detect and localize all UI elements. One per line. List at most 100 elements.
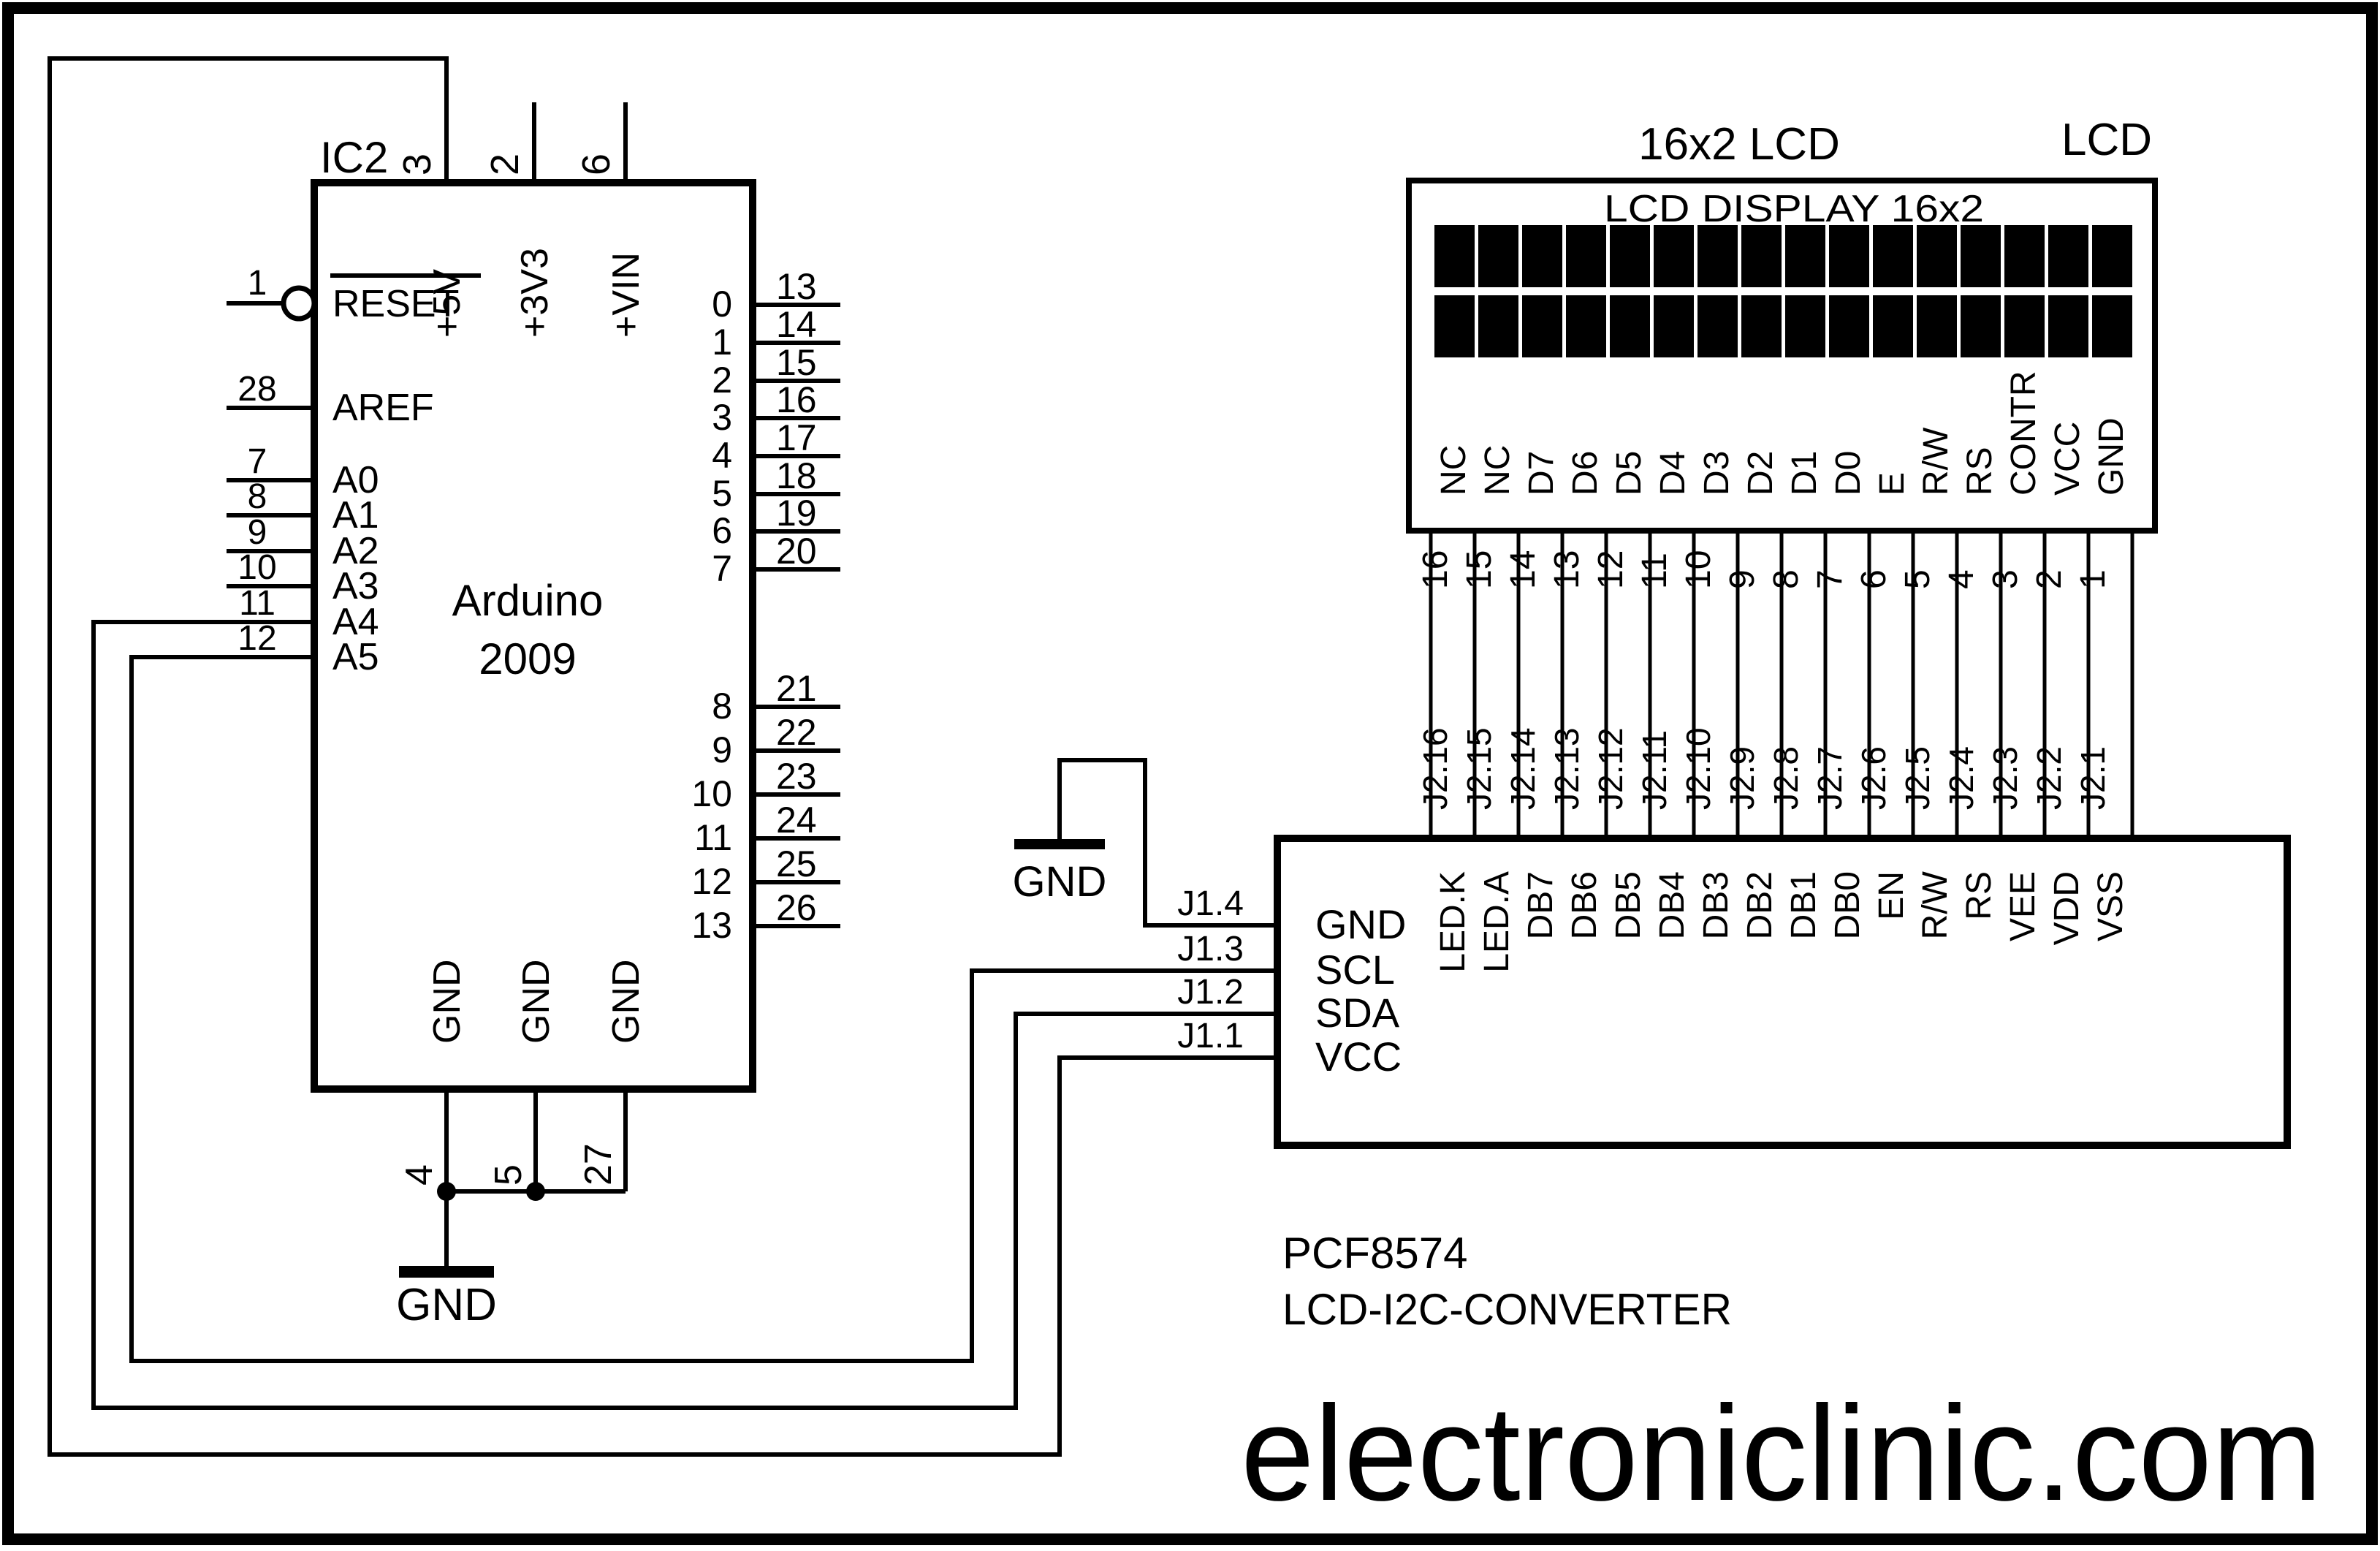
arduino-right-pin-outside-17: 17 xyxy=(776,417,817,458)
lcd-pin-number-2: 2 xyxy=(2030,569,2069,589)
pcf-pin-ext-j14: J1.4 xyxy=(1177,884,1244,923)
arduino-right-pin-outside-15: 15 xyxy=(776,342,817,383)
arduino-right-pin-inside-12: 12 xyxy=(691,861,732,902)
wire-a4-to-sda xyxy=(91,620,1277,1410)
lcd-cell xyxy=(1873,225,1913,287)
lcd-wire-label-J2.2: J2.2 xyxy=(2030,746,2068,810)
lcd-wire-label-J2.6: J2.6 xyxy=(1855,746,1893,810)
pcf-top-pin-EN: EN xyxy=(1872,871,1911,920)
pcf-top-pin-LED.K: LED.K xyxy=(1434,871,1472,973)
arduino-right-pin-inside-10: 10 xyxy=(691,773,732,814)
lcd-cell xyxy=(1829,295,1869,357)
arduino-right-pin-outside-22: 22 xyxy=(776,712,817,753)
arduino-right-pin-inside-9: 9 xyxy=(712,729,732,770)
arduino-bottom-pin-label-gnd: GND xyxy=(515,959,558,1044)
lcd-cell xyxy=(1961,225,2001,287)
pcf-top-pin-DB2: DB2 xyxy=(1741,871,1779,939)
arduino-right-pin-outside-25: 25 xyxy=(776,843,817,884)
lcd-cell xyxy=(1741,225,1782,287)
lcd-cell xyxy=(1654,225,1694,287)
arduino-top-pin-label-+3V3: +3V3 xyxy=(514,248,556,338)
arduino-left-pin-number-10: 10 xyxy=(237,548,276,587)
lcd-wire-label-J2.8: J2.8 xyxy=(1767,746,1805,810)
reset-pin-number: 1 xyxy=(248,264,267,303)
pcf-top-pin-DB6: DB6 xyxy=(1565,871,1604,939)
lcd-cell xyxy=(2048,225,2088,287)
lcd-wire-label-J2.10: J2.10 xyxy=(1679,727,1717,810)
arduino-left-pin-label-A4: A4 xyxy=(332,601,379,643)
lcd-pin-name-D1: D1 xyxy=(1785,451,1824,496)
pcf-pin-ext-j13: J1.3 xyxy=(1177,930,1244,968)
lcd-cell xyxy=(1917,225,1957,287)
lcd-pin-name-GND: GND xyxy=(2092,417,2131,496)
lcd-cell xyxy=(1829,225,1869,287)
arduino-left-pin-number-11: 11 xyxy=(239,584,275,623)
lcd-wire-label-J2.3: J2.3 xyxy=(1986,746,2024,810)
lcd-cell xyxy=(1434,295,1475,357)
arduino-bottom-pin-number-4: 4 xyxy=(398,1164,441,1186)
gnd-symbol-label-arduino: GND xyxy=(396,1280,497,1330)
reset-bubble xyxy=(281,285,317,322)
arduino-right-pin-outside-18: 18 xyxy=(776,455,817,496)
lcd-wire-label-J2.7: J2.7 xyxy=(1811,746,1849,810)
arduino-left-pin-number-8: 8 xyxy=(248,477,267,516)
pcf-pin-int-gnd: GND xyxy=(1315,901,1406,947)
arduino-top-pin-number-6: 6 xyxy=(574,153,618,175)
lcd-pin-name-D0: D0 xyxy=(1829,451,1868,496)
pcf-top-pin-DB3: DB3 xyxy=(1697,871,1735,939)
lcd-pin-name-R/W: R/W xyxy=(1917,427,1955,496)
arduino-top-pin-number-2: 2 xyxy=(483,153,527,175)
pcf-pin-int-sda: SDA xyxy=(1315,990,1400,1036)
lcd-cell xyxy=(1478,225,1518,287)
lcd-cell xyxy=(1741,295,1782,357)
pcf-top-pin-DB5: DB5 xyxy=(1609,871,1648,939)
lcd-wire-label-J2.15: J2.15 xyxy=(1460,727,1498,810)
lcd-pin-number-11: 11 xyxy=(1635,553,1674,589)
pcf-top-pin-DB7: DB7 xyxy=(1521,871,1560,939)
lcd-pin-number-10: 10 xyxy=(1679,550,1718,589)
lcd-corner-label: LCD xyxy=(2061,115,2152,165)
watermark: electroniclinic.com xyxy=(1241,1379,2322,1529)
lcd-wire-label-J2.16: J2.16 xyxy=(1416,727,1454,810)
lcd-pin-number-16: 16 xyxy=(1416,550,1455,589)
arduino-bottom-pin-label-gnd: GND xyxy=(426,959,468,1044)
arduino-right-pin-inside-2: 2 xyxy=(712,360,732,401)
pcf-pin-int-vcc: VCC xyxy=(1315,1034,1402,1080)
arduino-designator: IC2 xyxy=(320,133,388,182)
arduino-right-pin-outside-26: 26 xyxy=(776,887,817,928)
gnd-symbol-label-pcf: GND xyxy=(1013,858,1107,906)
arduino-left-pin-label-A1: A1 xyxy=(332,494,379,536)
wire-5v-to-vcc xyxy=(47,56,1277,1457)
lcd-pin-name-NC: NC xyxy=(1434,445,1473,496)
lcd-pin-name-D3: D3 xyxy=(1697,451,1736,496)
arduino-right-pin-inside-4: 4 xyxy=(712,435,732,476)
arduino-right-pin-outside-20: 20 xyxy=(776,531,817,572)
lcd-cell xyxy=(2092,225,2132,287)
lcd-pin-number-7: 7 xyxy=(1811,569,1849,589)
lcd-pin-name-D5: D5 xyxy=(1610,451,1649,496)
lcd-pin-number-15: 15 xyxy=(1460,550,1499,589)
arduino-right-pin-outside-24: 24 xyxy=(776,800,817,841)
lcd-pin-name-D7: D7 xyxy=(1522,451,1561,496)
arduino-bottom-pin-number-27: 27 xyxy=(577,1143,620,1186)
lcd-cell xyxy=(1610,225,1650,287)
pcf-pin-ext-j12: J1.2 xyxy=(1177,973,1244,1012)
arduino-left-pin-number-9: 9 xyxy=(248,513,267,552)
arduino-left-pin-label-A2: A2 xyxy=(332,530,379,572)
arduino-right-pin-inside-7: 7 xyxy=(712,548,732,589)
pcf-box xyxy=(1274,835,2291,1149)
lcd-pin-number-14: 14 xyxy=(1504,550,1543,589)
lcd-cell xyxy=(1785,225,1825,287)
lcd-pin-name-NC: NC xyxy=(1478,445,1517,496)
wire-j14-to-gnd xyxy=(1057,758,1277,928)
lcd-wire-label-J2.14: J2.14 xyxy=(1504,727,1542,810)
arduino-right-pin-inside-6: 6 xyxy=(712,510,732,551)
pcf-pin-int-scl: SCL xyxy=(1315,947,1395,993)
arduino-right-pin-outside-13: 13 xyxy=(776,266,817,307)
pcf-name: PCF8574 xyxy=(1282,1229,1467,1278)
lcd-cell xyxy=(1873,295,1913,357)
lcd-pin-name-D2: D2 xyxy=(1741,451,1780,496)
lcd-cell xyxy=(2092,295,2132,357)
lcd-wire-label-J2.12: J2.12 xyxy=(1592,727,1630,810)
